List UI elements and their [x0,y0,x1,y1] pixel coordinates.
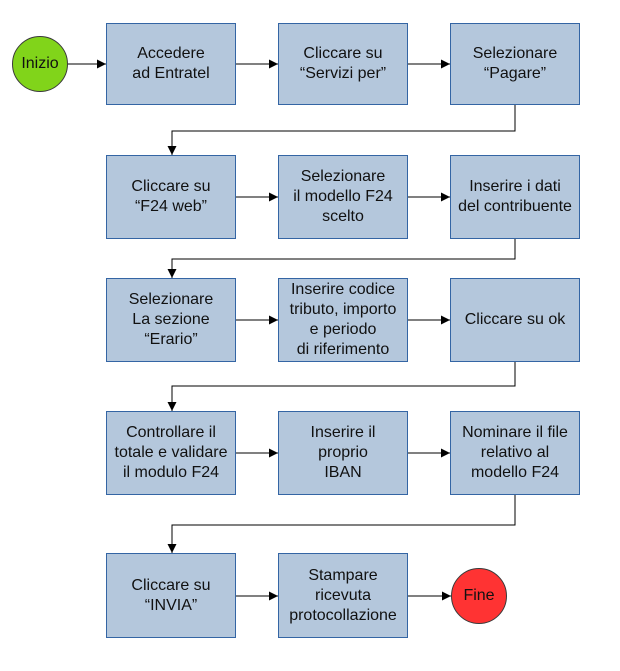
step-controllare-validare-f24: Controllare il totale e validare il modu… [106,411,236,495]
step-cliccare-servizi-per: Cliccare su “Servizi per” [278,23,408,105]
step-cliccare-f24-web: Cliccare su “F24 web” [106,155,236,239]
step-cliccare-ok: Cliccare su ok [450,278,580,362]
conn-dati-to-erario [167,239,516,278]
start-node: Inizio [12,36,68,92]
step-inserire-dati-contribuente: Inserire i dati del contribuente [450,155,580,239]
step-selezionare-pagare: Selezionare “Pagare” [450,23,580,105]
step-stampare-ricevuta: Stampare ricevuta protocollazione [278,553,408,638]
step-cliccare-invia: Cliccare su “INVIA” [106,553,236,638]
end-node: Fine [451,568,507,624]
step-selezionare-modello-f24: Selezionare il modello F24 scelto [278,155,408,239]
step-selezionare-sezione-erario: Selezionare La sezione “Erario” [106,278,236,362]
step-nominare-file: Nominare il file relativo al modello F24 [450,411,580,495]
conn-ok-to-controllare [167,362,516,411]
conn-nominare-to-invia [167,495,516,553]
step-inserire-codice-tributo: Inserire codice tributo, importo e perio… [278,278,408,362]
step-inserire-iban: Inserire il proprio IBAN [278,411,408,495]
conn-pagare-to-f24web [167,105,516,155]
step-accedere-entratel: Accedere ad Entratel [106,23,236,105]
